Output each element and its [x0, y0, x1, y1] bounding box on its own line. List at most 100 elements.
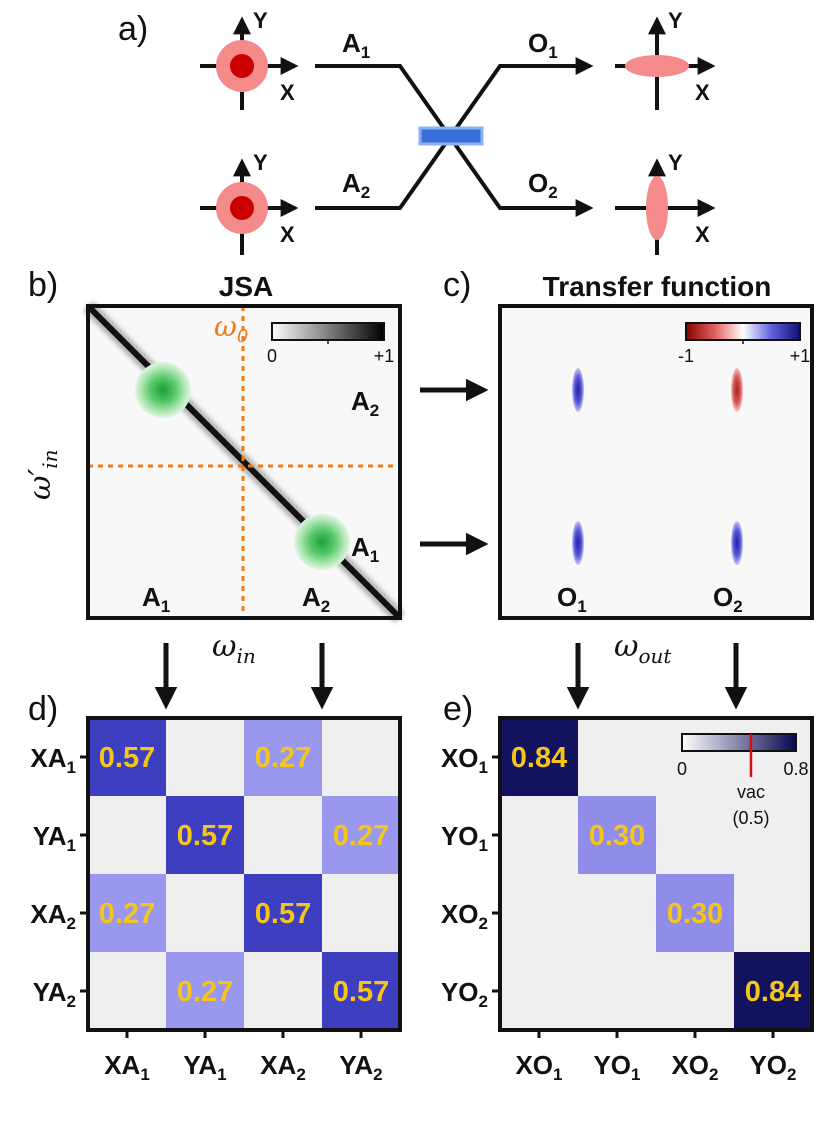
matrix-e-row-label: XO2	[441, 899, 488, 933]
matrix-e-row-label: YO2	[441, 977, 488, 1011]
matrix-d-cell	[322, 718, 400, 796]
transfer-x-label: ωout	[614, 629, 672, 668]
matrix-d-cell	[166, 718, 244, 796]
matrix-e-cell-value: 0.30	[589, 820, 645, 852]
matrix-d-cell-value: 0.27	[99, 898, 155, 930]
matrix-e-cell	[734, 874, 812, 952]
jsa-colorbar-max: +1	[374, 346, 395, 366]
output-mode-1: Y X	[615, 8, 716, 110]
jsa-colorbar-min: 0	[267, 346, 277, 366]
matrix-d-row-label: XA1	[30, 743, 76, 777]
matrix-d-cell	[88, 796, 166, 874]
matrix-d-cell	[166, 952, 244, 1030]
input-label-a1: A1	[342, 28, 370, 62]
matrix-e-col-label: YO1	[593, 1050, 640, 1084]
input-mode-1: Y X	[200, 8, 299, 110]
matrix-d-cell	[244, 874, 322, 952]
matrix-e-colorbar: 0 0.8 vac (0.5)	[677, 733, 809, 828]
transfer-colorbar-max: +1	[790, 346, 811, 366]
matrix-d-col-label: YA1	[183, 1050, 226, 1084]
matrix-d-cell	[166, 874, 244, 952]
input-mode-2: Y X	[200, 150, 299, 255]
panel-b-label: b)	[28, 266, 58, 304]
matrix-e-row-label: YO1	[441, 821, 488, 855]
matrix-d-cell	[166, 796, 244, 874]
jsa-label-a1-right: A1	[351, 532, 379, 566]
transfer-lobes	[572, 368, 743, 565]
matrix-e-col-label: YO2	[749, 1050, 796, 1084]
matrix-e-cell-value: 0.30	[667, 898, 723, 930]
axis-x-label: X	[280, 222, 295, 247]
panel-d-label: d)	[28, 690, 58, 728]
matrix-d-cell-value: 0.57	[177, 820, 233, 852]
panel-a-label: a)	[118, 10, 148, 48]
matrix-d-cell-value: 0.27	[333, 820, 389, 852]
jsa-label-a2-right: A2	[351, 386, 379, 420]
matrix-e-cell	[734, 796, 812, 874]
matrix-d-cell	[88, 718, 166, 796]
matrix-e-cell-value: 0.84	[745, 976, 801, 1008]
matrix-e-cell	[500, 874, 578, 952]
matrix-d-cell	[244, 718, 322, 796]
matrix-d-cell	[244, 952, 322, 1030]
matrix-e-cell	[500, 952, 578, 1030]
matrix-d-col-label: XA2	[260, 1050, 306, 1084]
omega0-label: ω0	[214, 310, 248, 347]
axis-x-label: X	[280, 80, 295, 105]
input-label-a2: A2	[342, 168, 370, 202]
transfer-colorbar: -1 +1	[678, 322, 811, 366]
matrix-d-cell	[244, 796, 322, 874]
transfer-title: Transfer function	[543, 271, 772, 302]
matrix-e-cell	[656, 874, 734, 952]
matrix-d-cell	[88, 952, 166, 1030]
jsa-plot	[83, 301, 405, 623]
transfer-colorbar-min: -1	[678, 346, 694, 366]
axis-y-label: Y	[253, 8, 268, 33]
jsa-label-a2-bottom: A2	[302, 582, 330, 616]
matrix-e-cell	[500, 718, 578, 796]
matrix-e-colorbar-max: 0.8	[783, 759, 808, 779]
transfer-label-o1: O1	[557, 582, 587, 616]
jsa-lobe-upper	[135, 362, 191, 418]
matrix-e-cell	[656, 952, 734, 1030]
matrix-e-cell	[656, 796, 734, 874]
matrix-e-cell	[734, 952, 812, 1030]
transfer-lobe	[731, 521, 743, 565]
matrix-e-cell	[734, 718, 812, 796]
transfer-lobe	[572, 368, 584, 412]
matrix-d-col-label: XA1	[104, 1050, 150, 1084]
matrix-d-cell	[322, 796, 400, 874]
jsa-x-label: ωin	[212, 629, 256, 668]
matrix-e-cell	[578, 874, 656, 952]
matrix-e-cell	[578, 952, 656, 1030]
matrix-d-cell-value: 0.27	[255, 742, 311, 774]
matrix-e-row-label: XO1	[441, 743, 488, 777]
matrix-e-cell	[500, 796, 578, 874]
jsa-title: JSA	[219, 271, 273, 302]
svg-text:Y: Y	[668, 8, 683, 33]
panel-e-label: e)	[443, 690, 473, 728]
vac-value: (0.5)	[732, 808, 769, 828]
matrix-d-cell	[88, 874, 166, 952]
transfer-lobe	[572, 521, 584, 565]
transfer-lobe	[731, 368, 743, 412]
matrix-e-col-label: XO1	[515, 1050, 562, 1084]
matrix-d-col-label: YA2	[339, 1050, 382, 1084]
matrix-e-cell	[656, 718, 734, 796]
output-mode-2: Y X	[615, 150, 716, 255]
beam-splitter	[418, 126, 484, 146]
panel-c-label: c)	[443, 266, 471, 304]
output-label-o2: O2	[528, 168, 558, 202]
matrix-d-cell-value: 0.27	[177, 976, 233, 1008]
matrix-e-col-label: XO2	[671, 1050, 718, 1084]
output-label-o1: O1	[528, 28, 558, 62]
transfer-label-o2: O2	[713, 582, 743, 616]
matrix-d-row-label: YA1	[33, 821, 76, 855]
matrix-d-row-label: YA2	[33, 977, 76, 1011]
matrix-e-cell	[578, 796, 656, 874]
matrix-e-colorbar-min: 0	[677, 759, 687, 779]
jsa-label-a1-bottom: A1	[142, 582, 170, 616]
